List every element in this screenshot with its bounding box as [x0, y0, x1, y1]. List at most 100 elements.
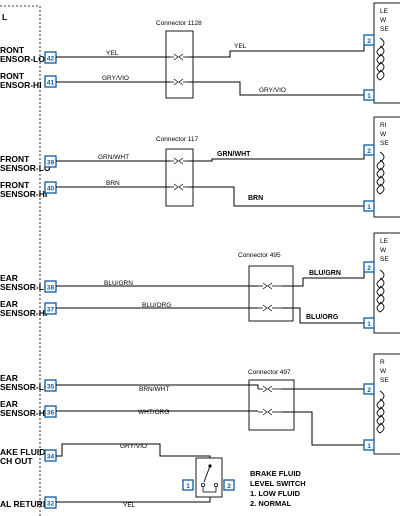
pin37-label-2: SENSOR-HI	[0, 308, 47, 318]
sensor-4-line1: R	[380, 359, 385, 366]
sensor-1-line3: SE	[380, 26, 389, 33]
sensor-4-pin-a: 2	[367, 387, 371, 394]
sensor-1-coil	[376, 37, 385, 81]
pin39-label-1: FRONT	[0, 154, 30, 164]
pin32-label-1: AL RETURN	[0, 499, 49, 509]
wire-37-right	[282, 307, 369, 324]
switch-pin-a: 1	[186, 483, 190, 490]
wire-41-left-label: GRY/VIO	[102, 75, 129, 82]
wire-39-right-label: GRN/WHT	[217, 151, 251, 158]
sensor-left-front: LE W SE 2 1	[363, 2, 400, 104]
pin42-label-2: ENSOR-LO	[0, 54, 45, 64]
sensor-right-rear: R W SE 2 1	[363, 353, 400, 455]
wire-42-right-label: YEL	[234, 43, 247, 50]
connector-1128-terminal-1	[170, 53, 188, 61]
pin-num-37: 37	[47, 307, 55, 314]
pin-num-40: 40	[47, 186, 55, 193]
pin36-label-2: SENSOR-HI	[0, 408, 47, 418]
circuit-right-front: Connector 117 GRN/WHT GRN/WHT BRN BRN RI…	[56, 116, 400, 218]
circuit-left-rear: Connector 495 BLU/GRN BLU/GRN BLU/ORG BL…	[56, 232, 400, 334]
pin39-label-2: SENSOR-LO	[0, 163, 51, 173]
wire-32-label: YEL	[123, 502, 136, 509]
wire-35-left-label: BRN/WHT	[139, 386, 169, 393]
pin38-label-1: EAR	[0, 273, 18, 283]
wire-36-right	[282, 411, 369, 446]
pin-box-35: 35	[44, 379, 57, 392]
sensor-2-coil	[376, 151, 385, 195]
switch-title-1: BRAKE FLUID	[250, 469, 301, 478]
sensor-2-line2: W	[380, 131, 387, 138]
sensor-left-rear: LE W SE 2 1	[363, 232, 400, 334]
pin35-label-2: SENSOR-LO	[0, 382, 51, 392]
connector-497-terminal-2	[258, 408, 282, 416]
module-pin-labels: RONT ENSOR-LO RONT ENSOR-HI FRONT SENSOR…	[0, 45, 51, 509]
circuit-right-rear: Connector 497 BRN/WHT WHT/ORG R W SE 2	[56, 353, 400, 455]
pin-box-39: 39	[44, 155, 57, 168]
module-title: L	[2, 12, 7, 22]
pin41-label-1: RONT	[0, 71, 25, 81]
pin-box-34: 34	[44, 449, 57, 462]
sensor-3-pin-a: 2	[367, 265, 371, 272]
connector-117-title: Connector 117	[156, 136, 199, 143]
connector-117-terminal-2	[170, 183, 188, 191]
pin34-label-1: AKE FLUID	[0, 447, 45, 457]
switch-item-1: 1. LOW FLUID	[250, 489, 301, 498]
sensor-2-line3: SE	[380, 140, 389, 147]
sensor-3-line1: LE	[380, 238, 389, 245]
wire-38-left-label: BLU/GRN	[104, 280, 133, 287]
pin-box-42: 42	[44, 51, 57, 64]
sensor-3-coil	[376, 269, 385, 313]
pin35-label-1: EAR	[0, 373, 18, 383]
wire-39-left-label: GRN/WHT	[98, 154, 129, 161]
wire-41-right	[188, 81, 369, 96]
pin42-label-1: RONT	[0, 45, 25, 55]
pin40-label-1: FRONT	[0, 180, 30, 190]
connector-117-terminal-1	[170, 157, 188, 165]
wire-37-left-label: BLU/ORG	[142, 302, 171, 309]
pin37-label-1: EAR	[0, 299, 18, 309]
switch-item-2: 2. NORMAL	[250, 499, 292, 508]
brake-fluid-switch: 1 2	[182, 457, 235, 498]
wire-34-label: GRY/VIO	[120, 443, 147, 450]
sensor-4-line2: W	[380, 368, 387, 375]
connector-495-terminal-1	[258, 282, 282, 290]
sensor-2-line1: RI	[380, 122, 387, 129]
connector-1128-terminal-2	[170, 78, 188, 86]
connector-497-terminal-1	[258, 385, 282, 393]
wire-34	[56, 443, 211, 470]
pin36-label-1: EAR	[0, 399, 18, 409]
brake-fluid-circuit: GRY/VIO YEL 1 2 BRAKE FLUID LEVEL SWITCH…	[56, 443, 306, 509]
circuit-left-front: Connector 1128 YEL YEL GRY/VIO GRY/VIO L…	[56, 2, 400, 104]
connector-495-body	[248, 265, 294, 322]
wire-36-left-label: WHT/ORG	[138, 409, 169, 416]
wire-40-right	[188, 186, 369, 207]
pin-num-36: 36	[47, 410, 55, 417]
connector-495-title: Connector 495	[238, 252, 281, 259]
pin-num-34: 34	[47, 454, 55, 461]
wire-32	[56, 492, 211, 503]
module-pin-boxes: 42 41 39 40 38 37 35 36 34 32	[44, 51, 57, 509]
sensor-4-coil	[376, 390, 385, 434]
pin-box-37: 37	[44, 302, 57, 315]
pin-num-41: 41	[47, 80, 55, 87]
control-module: L	[0, 5, 41, 516]
pin-box-41: 41	[44, 75, 57, 88]
sensor-1-pin-b: 1	[367, 93, 371, 100]
pin-num-35: 35	[47, 384, 55, 391]
pin41-label-2: ENSOR-HI	[0, 80, 42, 90]
pin-num-38: 38	[47, 285, 55, 292]
pin-num-32: 32	[47, 501, 55, 508]
sensor-1-pin-a: 2	[367, 38, 371, 45]
sensor-1-line2: W	[380, 17, 387, 24]
switch-pin-b: 2	[227, 483, 231, 490]
wire-38-right-label: BLU/GRN	[309, 270, 341, 277]
sensor-4-line3: SE	[380, 377, 389, 384]
connector-117-body	[165, 148, 194, 207]
wire-37-right-label: BLU/ORG	[306, 314, 339, 321]
connector-1128-body	[165, 30, 194, 99]
wire-40-right-label: BRN	[248, 195, 263, 202]
sensor-3-line3: SE	[380, 256, 389, 263]
pin-num-39: 39	[47, 160, 55, 167]
pin34-label-2: CH OUT	[0, 456, 33, 466]
connector-1128-title: Connector 1128	[156, 20, 202, 27]
